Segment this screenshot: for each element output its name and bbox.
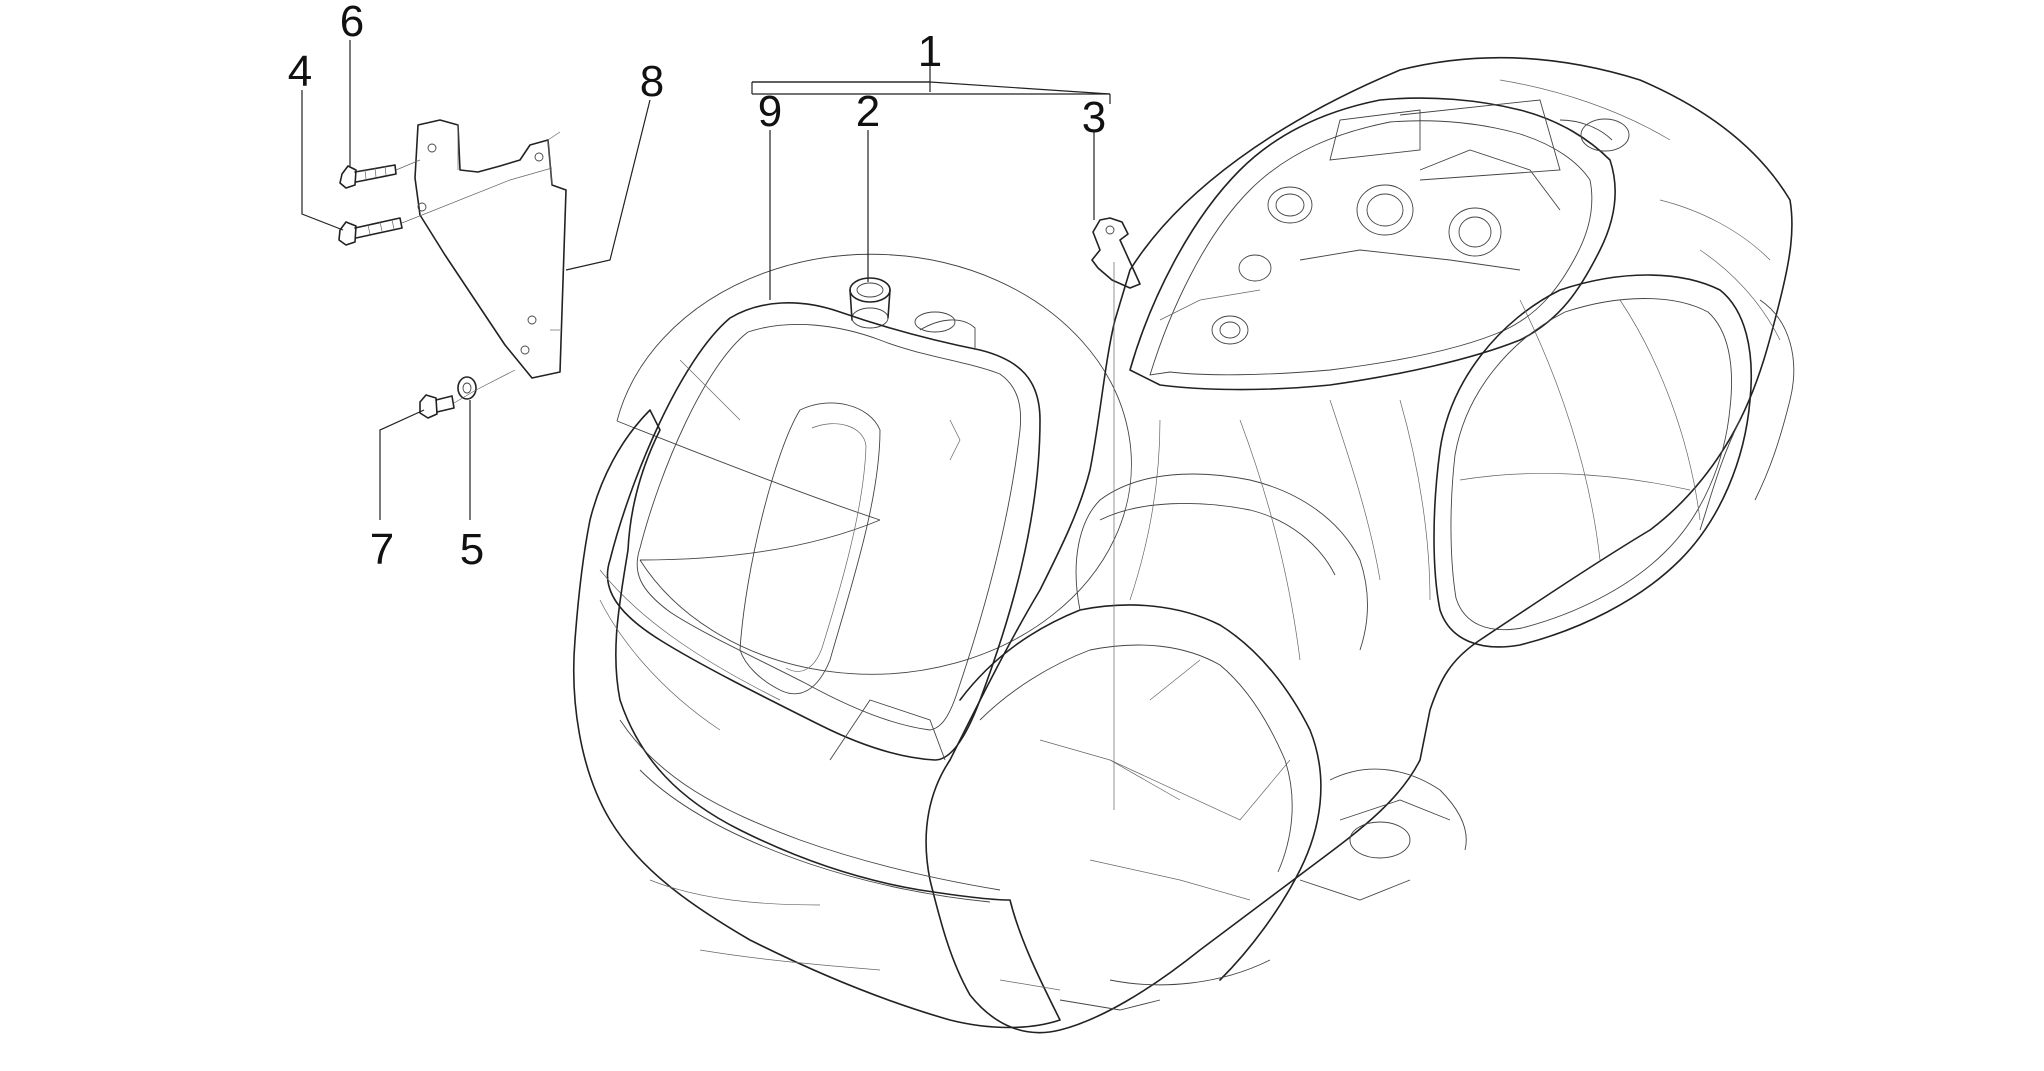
leader-lines xyxy=(301,40,1111,520)
bolt-6 xyxy=(339,164,397,189)
callout-2: 2 xyxy=(856,87,880,136)
bolt-4 xyxy=(338,217,403,246)
screw-7 xyxy=(419,394,455,419)
mounting-bracket xyxy=(414,119,567,379)
callout-6: 6 xyxy=(340,0,364,46)
callout-3: 3 xyxy=(1082,93,1106,142)
detail-magnifier xyxy=(616,253,1132,675)
leg-shield-inner-panel-9 xyxy=(599,302,1041,761)
callout-9: 9 xyxy=(758,87,782,136)
callout-labels: 1 2 3 4 5 6 7 8 9 xyxy=(288,0,1106,574)
scooter-body-frame xyxy=(572,56,1795,1034)
callout-7: 7 xyxy=(370,525,394,574)
callout-4: 4 xyxy=(288,47,312,96)
grommet-2 xyxy=(849,277,891,329)
washer-5 xyxy=(457,376,477,400)
small-bracket-3 xyxy=(1091,217,1141,290)
callout-8: 8 xyxy=(640,57,664,106)
callout-5: 5 xyxy=(460,525,484,574)
callout-1: 1 xyxy=(918,27,942,76)
